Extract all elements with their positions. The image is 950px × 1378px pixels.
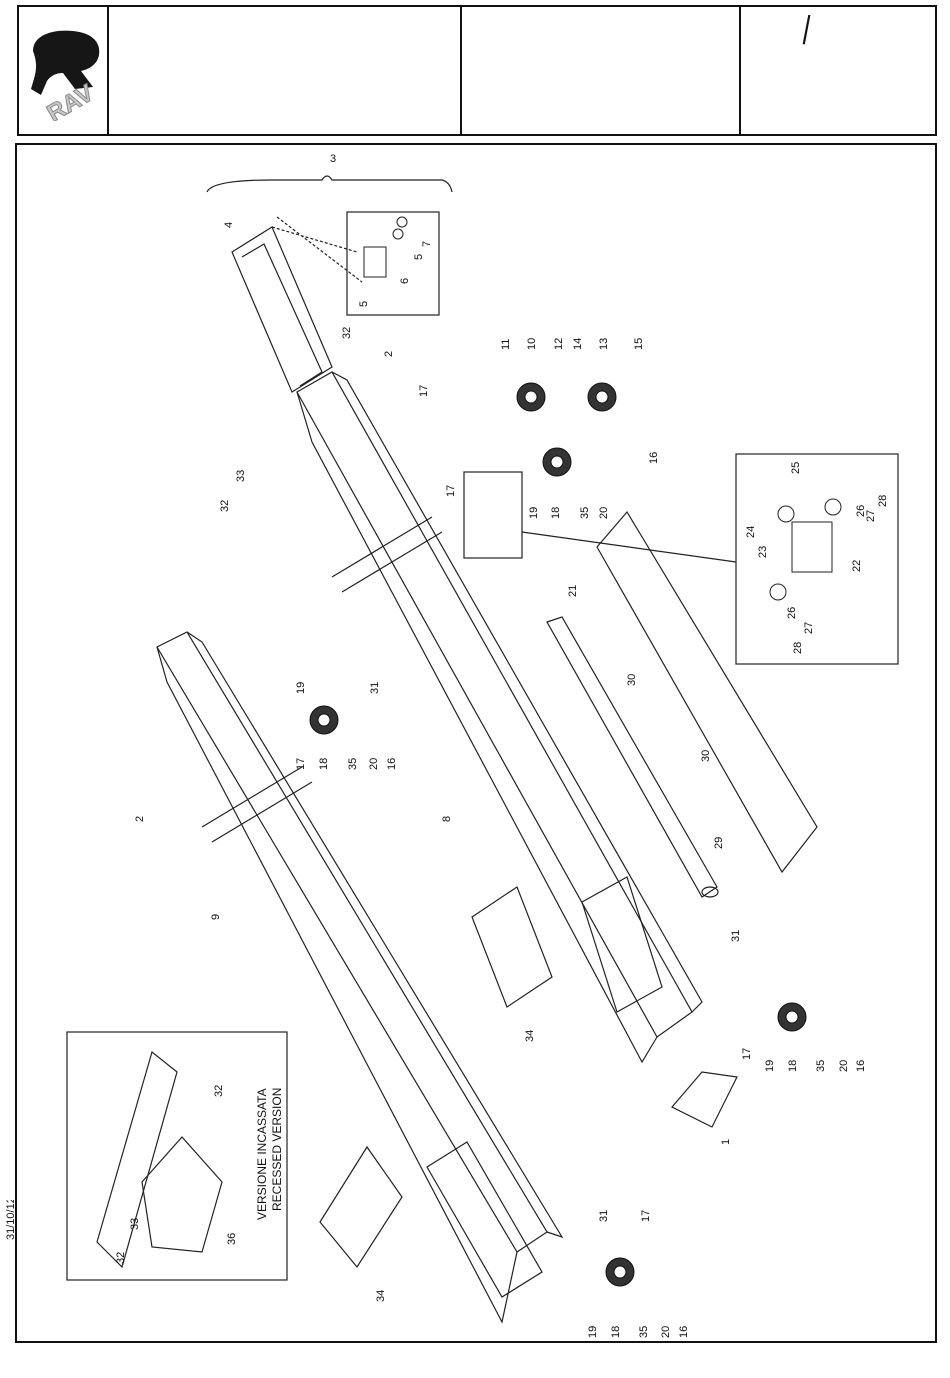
callout-17e: 17 [640, 1210, 652, 1222]
callout-16c: 16 [855, 1060, 867, 1072]
callout-24: 24 [745, 526, 757, 538]
header-slash: / [803, 9, 811, 54]
callout-31a: 31 [369, 682, 381, 694]
inset-label-it: VERSIONE INCASSATA [255, 1088, 269, 1220]
callout-31b: 31 [730, 930, 742, 942]
callout-29: 29 [713, 837, 725, 849]
callout-3: 3 [330, 153, 336, 165]
callout-28a: 28 [877, 495, 889, 507]
callout-20d: 20 [660, 1326, 672, 1338]
callout-18b: 18 [318, 758, 330, 770]
callout-18c: 18 [787, 1060, 799, 1072]
callout-14: 14 [572, 338, 584, 350]
callout-35c: 35 [815, 1060, 827, 1072]
callout-20b: 20 [368, 758, 380, 770]
callout-4: 4 [223, 222, 235, 228]
callout-16b: 16 [386, 758, 398, 770]
callout-17b: 17 [445, 485, 457, 497]
callout-5a: 5 [358, 301, 370, 307]
callout-19b: 19 [295, 682, 307, 694]
callout-8: 8 [441, 816, 453, 822]
callout-32b: 32 [219, 500, 231, 512]
callout-10: 10 [526, 338, 538, 350]
date-stamp-svg: 31/10/12 [0, 1200, 20, 1360]
callout-34b: 34 [375, 1290, 387, 1302]
callout-19a: 19 [528, 507, 540, 519]
rav-logo: RAV [23, 21, 107, 121]
callout-1: 1 [720, 1139, 732, 1145]
callout-32c: 32 [213, 1085, 225, 1097]
exploded-view-frame: 3 4 5 5 6 7 32 2 17 11 10 12 14 13 15 16… [15, 143, 937, 1343]
inset-label-en: RECESSED VERSION [270, 1088, 284, 1211]
callout-17a: 17 [418, 385, 430, 397]
date-stamp-container: 31/10/12 [0, 1200, 20, 1360]
callout-27a: 27 [865, 510, 877, 522]
callout-20a: 20 [598, 507, 610, 519]
callout-17c: 17 [295, 758, 307, 770]
callout-15: 15 [633, 338, 645, 350]
callout-7: 7 [421, 241, 433, 247]
callout-13: 13 [598, 338, 610, 350]
callout-9: 9 [210, 914, 222, 920]
callout-5b: 5 [413, 254, 425, 260]
callout-25: 25 [790, 462, 802, 474]
callout-16a: 16 [648, 452, 660, 464]
callout-6: 6 [399, 278, 411, 284]
callout-18d: 18 [610, 1326, 622, 1338]
callout-35b: 35 [347, 758, 359, 770]
callout-32a: 32 [341, 327, 353, 339]
callout-35d: 35 [638, 1326, 650, 1338]
callout-21: 21 [567, 585, 579, 597]
callout-26b: 26 [786, 607, 798, 619]
callout-31c: 31 [598, 1210, 610, 1222]
callout-23: 23 [757, 546, 769, 558]
callout-33a: 33 [235, 470, 247, 482]
title-block: RAV / [17, 5, 937, 136]
callout-18a: 18 [550, 507, 562, 519]
callout-19d: 19 [587, 1326, 599, 1338]
callout-19c: 19 [764, 1060, 776, 1072]
date-stamp: 31/10/12 [5, 1200, 17, 1240]
callout-30b: 30 [700, 750, 712, 762]
callout-35a: 35 [579, 507, 591, 519]
callout-17d: 17 [741, 1048, 753, 1060]
callout-32d: 32 [115, 1252, 127, 1264]
callout-22: 22 [851, 560, 863, 572]
callout-11: 11 [500, 339, 512, 350]
callout-12: 12 [553, 338, 565, 350]
callout-30a: 30 [626, 674, 638, 686]
callout-36: 36 [226, 1233, 238, 1245]
title-cell-2 [460, 7, 462, 134]
callout-33b: 33 [129, 1218, 141, 1230]
title-cell-3: / [739, 7, 741, 134]
callout-2b: 2 [134, 816, 146, 822]
callout-27b: 27 [803, 622, 815, 634]
callout-16d: 16 [678, 1326, 690, 1338]
callout-20c: 20 [838, 1060, 850, 1072]
title-cell-1 [107, 7, 109, 134]
exploded-view-diagram: 3 4 5 5 6 7 32 2 17 11 10 12 14 13 15 16… [17, 145, 935, 1341]
callout-28b: 28 [792, 642, 804, 654]
callout-2a: 2 [383, 351, 395, 357]
callout-34a: 34 [524, 1030, 536, 1042]
